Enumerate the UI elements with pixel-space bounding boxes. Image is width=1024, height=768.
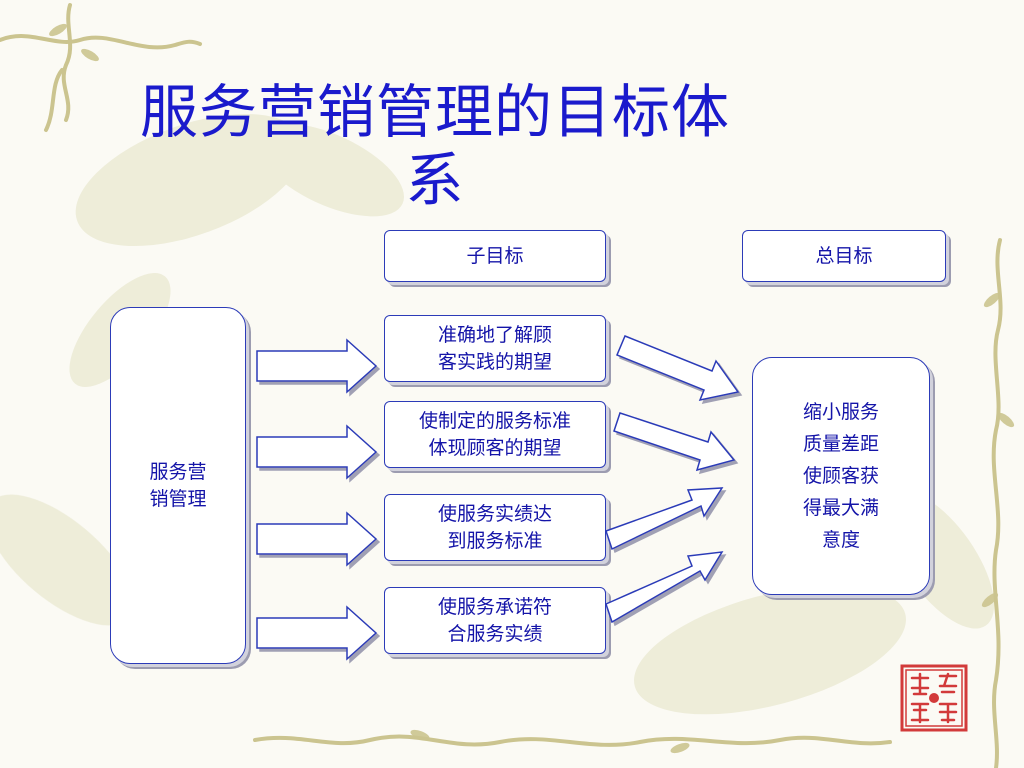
source-line-2: 销管理 [149,487,207,510]
arrow-to-sub-goal-2 [256,424,378,480]
title-line-1: 服务营销管理的目标体 [139,78,730,146]
title-line-2: 系 [405,146,465,214]
sub-goal-1-line-1: 准确地了解顾 [437,323,552,346]
total-goal-line-2: 质量差距 [802,433,879,455]
total-goal-line-3: 使顾客获 [802,465,879,487]
arrow-from-sub-goal-4 [605,551,724,624]
sub-goal-box-4: 使服务承诺符 合服务实绩 [384,587,606,654]
header-total-goal-label: 总目标 [815,244,873,267]
slide-title: 服务营销管理的目标体 系 [95,78,775,214]
sub-goal-2-line-1: 使制定的服务标准 [418,409,571,432]
arrow-to-sub-goal-3 [256,511,378,567]
header-sub-goals: 子目标 [384,230,606,282]
source-line-1: 服务营 [149,460,207,483]
total-goal-line-4: 得最大满 [802,497,879,519]
header-total-goal: 总目标 [742,230,946,282]
sub-goal-3-line-1: 使服务实绩达 [437,502,552,525]
arrow-to-sub-goal-1 [256,338,378,394]
sub-goal-1-line-2: 客实践的期望 [437,350,552,373]
sub-goal-box-2: 使制定的服务标准 体现顾客的期望 [384,401,606,468]
total-goal-box: 缩小服务 质量差距 使顾客获 得最大满 意度 [752,357,930,595]
sub-goal-3-line-2: 到服务标准 [447,529,543,552]
arrow-from-sub-goal-3 [605,487,724,551]
total-goal-line-1: 缩小服务 [802,401,879,423]
leaf-watermark [0,114,995,715]
header-sub-goals-label: 子目标 [466,244,524,267]
total-goal-line-5: 意度 [821,529,860,551]
sub-goal-box-1: 准确地了解顾 客实践的期望 [384,315,606,382]
arrow-to-sub-goal-4 [256,605,378,661]
sub-goal-2-line-2: 体现顾客的期望 [428,436,562,459]
sub-goal-box-3: 使服务实绩达 到服务标准 [384,494,606,561]
arrow-from-sub-goal-2 [613,412,736,472]
source-box: 服务营 销管理 [110,307,246,664]
bamboo-vine-border [0,3,1003,768]
arrow-from-sub-goal-1 [616,335,740,402]
red-chinese-seal-stamp-icon [900,664,968,732]
sub-goal-4-line-2: 合服务实绩 [447,622,543,645]
sub-goal-4-line-1: 使服务承诺符 [437,595,552,618]
